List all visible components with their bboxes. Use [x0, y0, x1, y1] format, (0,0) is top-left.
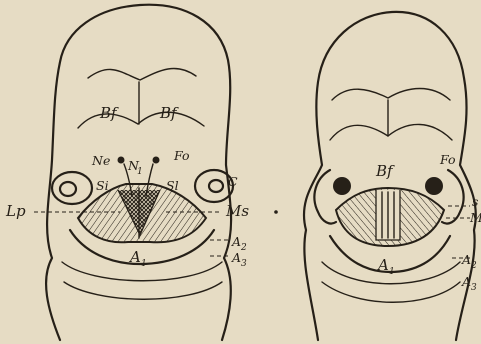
left-label-n1-sub: 1 [137, 167, 143, 177]
right-label-a1-sub: 1 [389, 267, 395, 277]
left-eye-left [52, 172, 92, 204]
left-brain-fold-lower [78, 112, 204, 128]
right-side-bulge-right [442, 170, 464, 224]
left-nasal-pit-left [118, 157, 125, 164]
left-label-a2-sub: 2 [240, 243, 247, 253]
right-label-a2: A [461, 252, 471, 267]
right-eye-left [333, 177, 351, 195]
left-label-si: Si [96, 178, 109, 193]
right-label-a3: A [461, 274, 471, 289]
right-arch-a3 [322, 282, 460, 302]
right-eye-right [425, 177, 443, 195]
right-side-bulge-left [314, 170, 336, 224]
left-label-bf-right: Bf [159, 104, 179, 122]
left-arch-a3 [64, 282, 222, 299]
right-label-fo: Fo [439, 152, 456, 167]
left-label-ne: Ne [91, 153, 110, 168]
right-brain-fold-upper [332, 89, 450, 101]
left-label-a1-sub: 1 [141, 259, 147, 269]
left-label-lp: Lp [5, 202, 26, 220]
right-label-bf: Bf [375, 162, 395, 180]
right-embryo-head: Bf Fo s M A 1 A 2 A 3 [304, 12, 481, 340]
left-label-a3-sub: 3 [241, 259, 247, 269]
right-brain-fold-lower [330, 124, 452, 140]
left-label-sl: Sl [166, 178, 179, 193]
separator-dot [274, 210, 278, 214]
left-embryo-head: Bf Bf Ne N 1 Fo Si Sl C Lp Ms A 1 A 2 A … [5, 5, 249, 340]
left-label-a3: A [231, 250, 241, 265]
right-label-a2-sub: 2 [470, 261, 477, 271]
left-label-c: C [228, 174, 238, 189]
left-label-a2: A [231, 234, 241, 249]
right-label-s: s [472, 194, 478, 209]
left-nasal-pit-right [153, 157, 160, 164]
right-label-a3-sub: 3 [471, 283, 477, 293]
right-label-a1: A [376, 256, 389, 274]
left-label-ms: Ms [225, 202, 249, 220]
left-label-fo: Fo [173, 148, 190, 163]
right-label-m: M [469, 210, 481, 225]
left-label-a1: A [128, 248, 141, 266]
left-label-bf-left: Bf [99, 104, 119, 122]
left-brain-fold-upper [88, 68, 196, 80]
